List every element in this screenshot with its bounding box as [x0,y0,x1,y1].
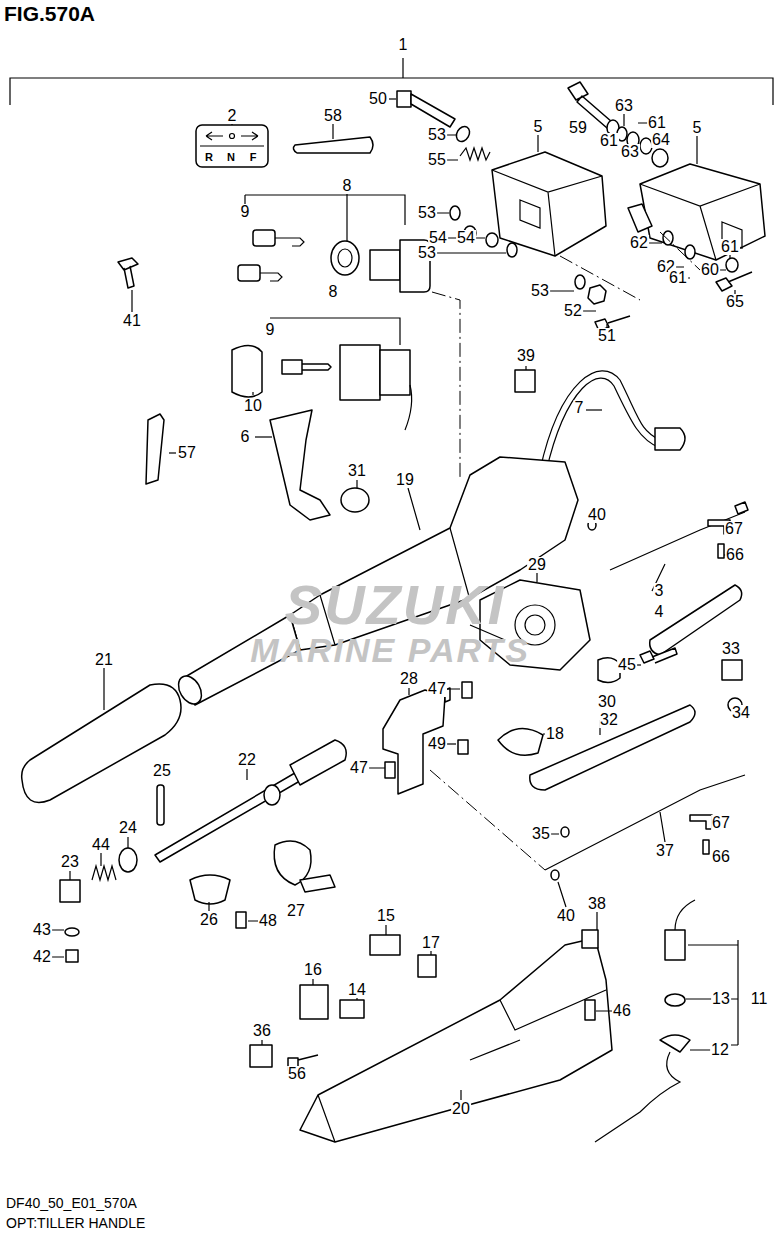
callout-number: 27 [286,903,306,919]
callout-number: 19 [395,472,415,488]
callout-number: 58 [323,108,343,124]
callout-number: 53 [417,245,437,261]
callout-number: 55 [427,152,447,168]
callout-number: 9 [240,204,251,220]
callout-number: 26 [199,912,219,928]
callout-number: 40 [556,908,576,924]
callout-number: 14 [347,982,367,998]
callout-number: 53 [417,205,437,221]
callout-number: 47 [427,681,447,697]
watermark-text: MARINE PARTS [250,633,530,667]
callout-number: 7 [574,400,585,416]
callout-number: 32 [599,712,619,728]
callout-number: 8 [328,284,339,300]
callout-number: 8 [342,178,353,194]
callout-number: 44 [91,837,111,853]
callout-number: 53 [427,127,447,143]
callout-number: 28 [399,671,419,687]
callout-number: 30 [597,694,617,710]
callout-number: 42 [32,949,52,965]
callout-number: 21 [94,652,114,668]
callout-number: 67 [711,815,731,831]
callout-number: 37 [655,843,675,859]
callout-number: 35 [531,826,551,842]
callout-number: 49 [427,736,447,752]
shift-letter: R [205,152,213,163]
callout-number: 24 [118,820,138,836]
callout-number: 2 [227,108,238,124]
callout-number: 61 [668,270,688,286]
callout-number: 65 [725,294,745,310]
callout-number: 9 [265,322,276,338]
callout-number: 13 [711,991,731,1007]
callout-number: 5 [533,119,544,135]
callout-number: 59 [568,120,588,136]
callout-number: 15 [376,908,396,924]
callout-number: 52 [563,303,583,319]
callout-number: 63 [620,144,640,160]
callout-number: 67 [724,521,744,537]
callout-number: 25 [152,763,172,779]
callout-number: 60 [700,262,720,278]
callout-number: 53 [530,283,550,299]
callout-number: 23 [60,854,80,870]
callout-number: 39 [516,348,536,364]
figure-code: DF40_50_E01_570A [6,1196,137,1210]
watermark-text: SUZUKI [285,577,505,633]
figure-title: FIG.570A [4,3,95,24]
callout-number: 47 [349,760,369,776]
callout-number: 5 [692,120,703,136]
callout-number: 18 [545,726,565,742]
callout-number: 4 [654,604,665,620]
callout-number: 66 [711,849,731,865]
callout-number: 22 [237,752,257,768]
callout-number: 45 [617,657,637,673]
callout-number: 50 [368,91,388,107]
shift-letter: F [250,152,257,163]
callout-number: 61 [599,133,619,149]
callout-number: 33 [721,641,741,657]
callout-number: 46 [612,1003,632,1019]
callout-number: 36 [252,1023,272,1039]
callout-number: 57 [177,445,197,461]
callout-number: 61 [720,239,740,255]
callout-number: 54 [428,230,448,246]
callout-number: 63 [614,98,634,114]
callout-number: 61 [647,115,667,131]
callout-number: 31 [347,463,367,479]
callout-number: 12 [710,1042,730,1058]
callout-number: 34 [731,705,751,721]
callout-number: 29 [527,557,547,573]
callout-number: 54 [456,230,476,246]
callout-number: 11 [750,991,769,1007]
callout-number: 56 [287,1066,307,1082]
callout-number: 43 [32,922,52,938]
callout-number: 51 [597,328,617,344]
callout-number: 10 [243,398,263,414]
callout-number: 40 [587,507,607,523]
callout-number: 38 [587,896,607,912]
figure-caption: OPT:TILLER HANDLE [6,1216,145,1230]
callout-number: 20 [451,1101,471,1117]
callout-number: 6 [240,429,251,445]
callout-number: 41 [122,313,142,329]
callout-number: 66 [725,547,745,563]
callout-number: 62 [629,235,649,251]
callout-number: 16 [303,962,323,978]
callout-number: 1 [398,37,409,53]
shift-letter: N [227,152,235,163]
callout-number: 3 [654,583,665,599]
callout-number: 48 [258,913,278,929]
callout-number: 64 [651,132,671,148]
callout-number: 17 [421,935,441,951]
